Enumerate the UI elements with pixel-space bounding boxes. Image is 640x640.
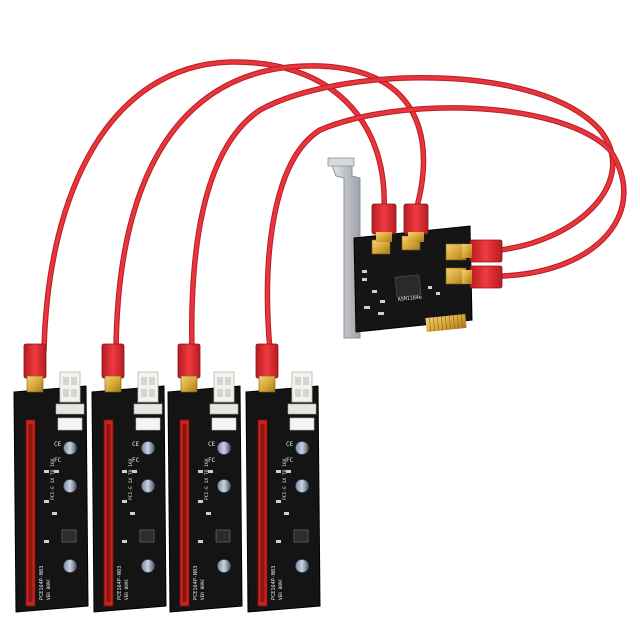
riser-rating: VER 009C — [200, 578, 206, 600]
riser-model-label: PCE164P-N03 — [117, 566, 123, 600]
power-connector — [213, 371, 235, 403]
capacitor-3 — [217, 559, 231, 573]
riser-sublabel: PCI-E 1X TO 16X — [204, 458, 210, 500]
adapter-usb-plugs — [371, 203, 503, 289]
usb-port-1 — [371, 239, 391, 255]
riser-sublabel: PCI-E 1X TO 16X — [50, 458, 56, 500]
fc-mark: FC — [54, 457, 62, 464]
pin-header — [55, 403, 85, 415]
power-connector — [137, 371, 159, 403]
fc-mark: FC — [208, 457, 216, 464]
pin-header — [133, 403, 163, 415]
capacitor-2 — [217, 479, 231, 493]
usb-plug-riser — [255, 343, 279, 379]
usb-plug-riser — [101, 343, 125, 379]
riser-rating: VER 009C — [278, 578, 284, 600]
usb-plug-riser — [177, 343, 201, 379]
riser-sublabel: PCI-E 1X TO 16X — [282, 458, 288, 500]
riser-board-3: PCE164P-N03 PCI-E 1X TO 16X VER 009C CE FC — [167, 343, 243, 613]
usb-plug-riser — [23, 343, 47, 379]
sata-connector — [289, 417, 315, 431]
riser-board-2: PCE164P-N03 PCI-E 1X TO 16X VER 009C CE FC — [91, 343, 167, 613]
riser-board-4: PCE164P-N03 PCI-E 1X TO 16X VER 009C CE FC — [245, 343, 321, 613]
usb-plug-card-2 — [403, 203, 429, 235]
sata-connector — [135, 417, 161, 431]
capacitor-2 — [141, 479, 155, 493]
ce-mark: CE — [54, 441, 62, 448]
usb-port-riser — [104, 375, 122, 393]
capacitor-1 — [141, 441, 155, 455]
power-connector — [59, 371, 81, 403]
capacitor-2 — [63, 479, 77, 493]
riser-sublabel: PCI-E 1X TO 16X — [128, 458, 134, 500]
sata-connector — [57, 417, 83, 431]
controller-chip — [394, 274, 422, 298]
usb-port-riser — [26, 375, 44, 393]
voltage-regulator — [61, 529, 77, 543]
chip-marking: ASM1184e — [398, 295, 423, 303]
usb-port-riser — [180, 375, 198, 393]
capacitor-3 — [141, 559, 155, 573]
usb-plug-card-4 — [469, 265, 503, 289]
sata-connector — [211, 417, 237, 431]
riser-rating: VER 009C — [124, 578, 130, 600]
riser-board-1: PCE164P-N03 PCI-E 1X TO 16X VER 009C CE FC — [13, 343, 89, 613]
ce-mark: CE — [286, 441, 294, 448]
riser-rating: VER 009C — [46, 578, 52, 600]
capacitor-3 — [295, 559, 309, 573]
capacitor-3 — [63, 559, 77, 573]
adapter-card: ASM1184e — [327, 157, 473, 339]
capacitor-2 — [295, 479, 309, 493]
pin-header — [209, 403, 239, 415]
voltage-regulator — [139, 529, 155, 543]
capacitor-1 — [63, 441, 77, 455]
voltage-regulator — [215, 529, 231, 543]
ce-mark: CE — [132, 441, 140, 448]
riser-model-label: PCE164P-N03 — [193, 566, 199, 600]
riser-model-label: PCE164P-N03 — [271, 566, 277, 600]
capacitor-1 — [295, 441, 309, 455]
usb-cables — [41, 59, 627, 353]
usb-plug-card-1 — [371, 203, 397, 235]
usb-port-riser — [258, 375, 276, 393]
pcie-x1-gold-fingers — [425, 313, 467, 333]
power-connector — [291, 371, 313, 403]
voltage-regulator — [293, 529, 309, 543]
fc-mark: FC — [286, 457, 294, 464]
ce-mark: CE — [208, 441, 216, 448]
pin-header — [287, 403, 317, 415]
capacitor-1 — [217, 441, 231, 455]
riser-model-label: PCE164P-N03 — [39, 566, 45, 600]
usb-plug-card-3 — [469, 239, 503, 263]
fc-mark: FC — [132, 457, 140, 464]
